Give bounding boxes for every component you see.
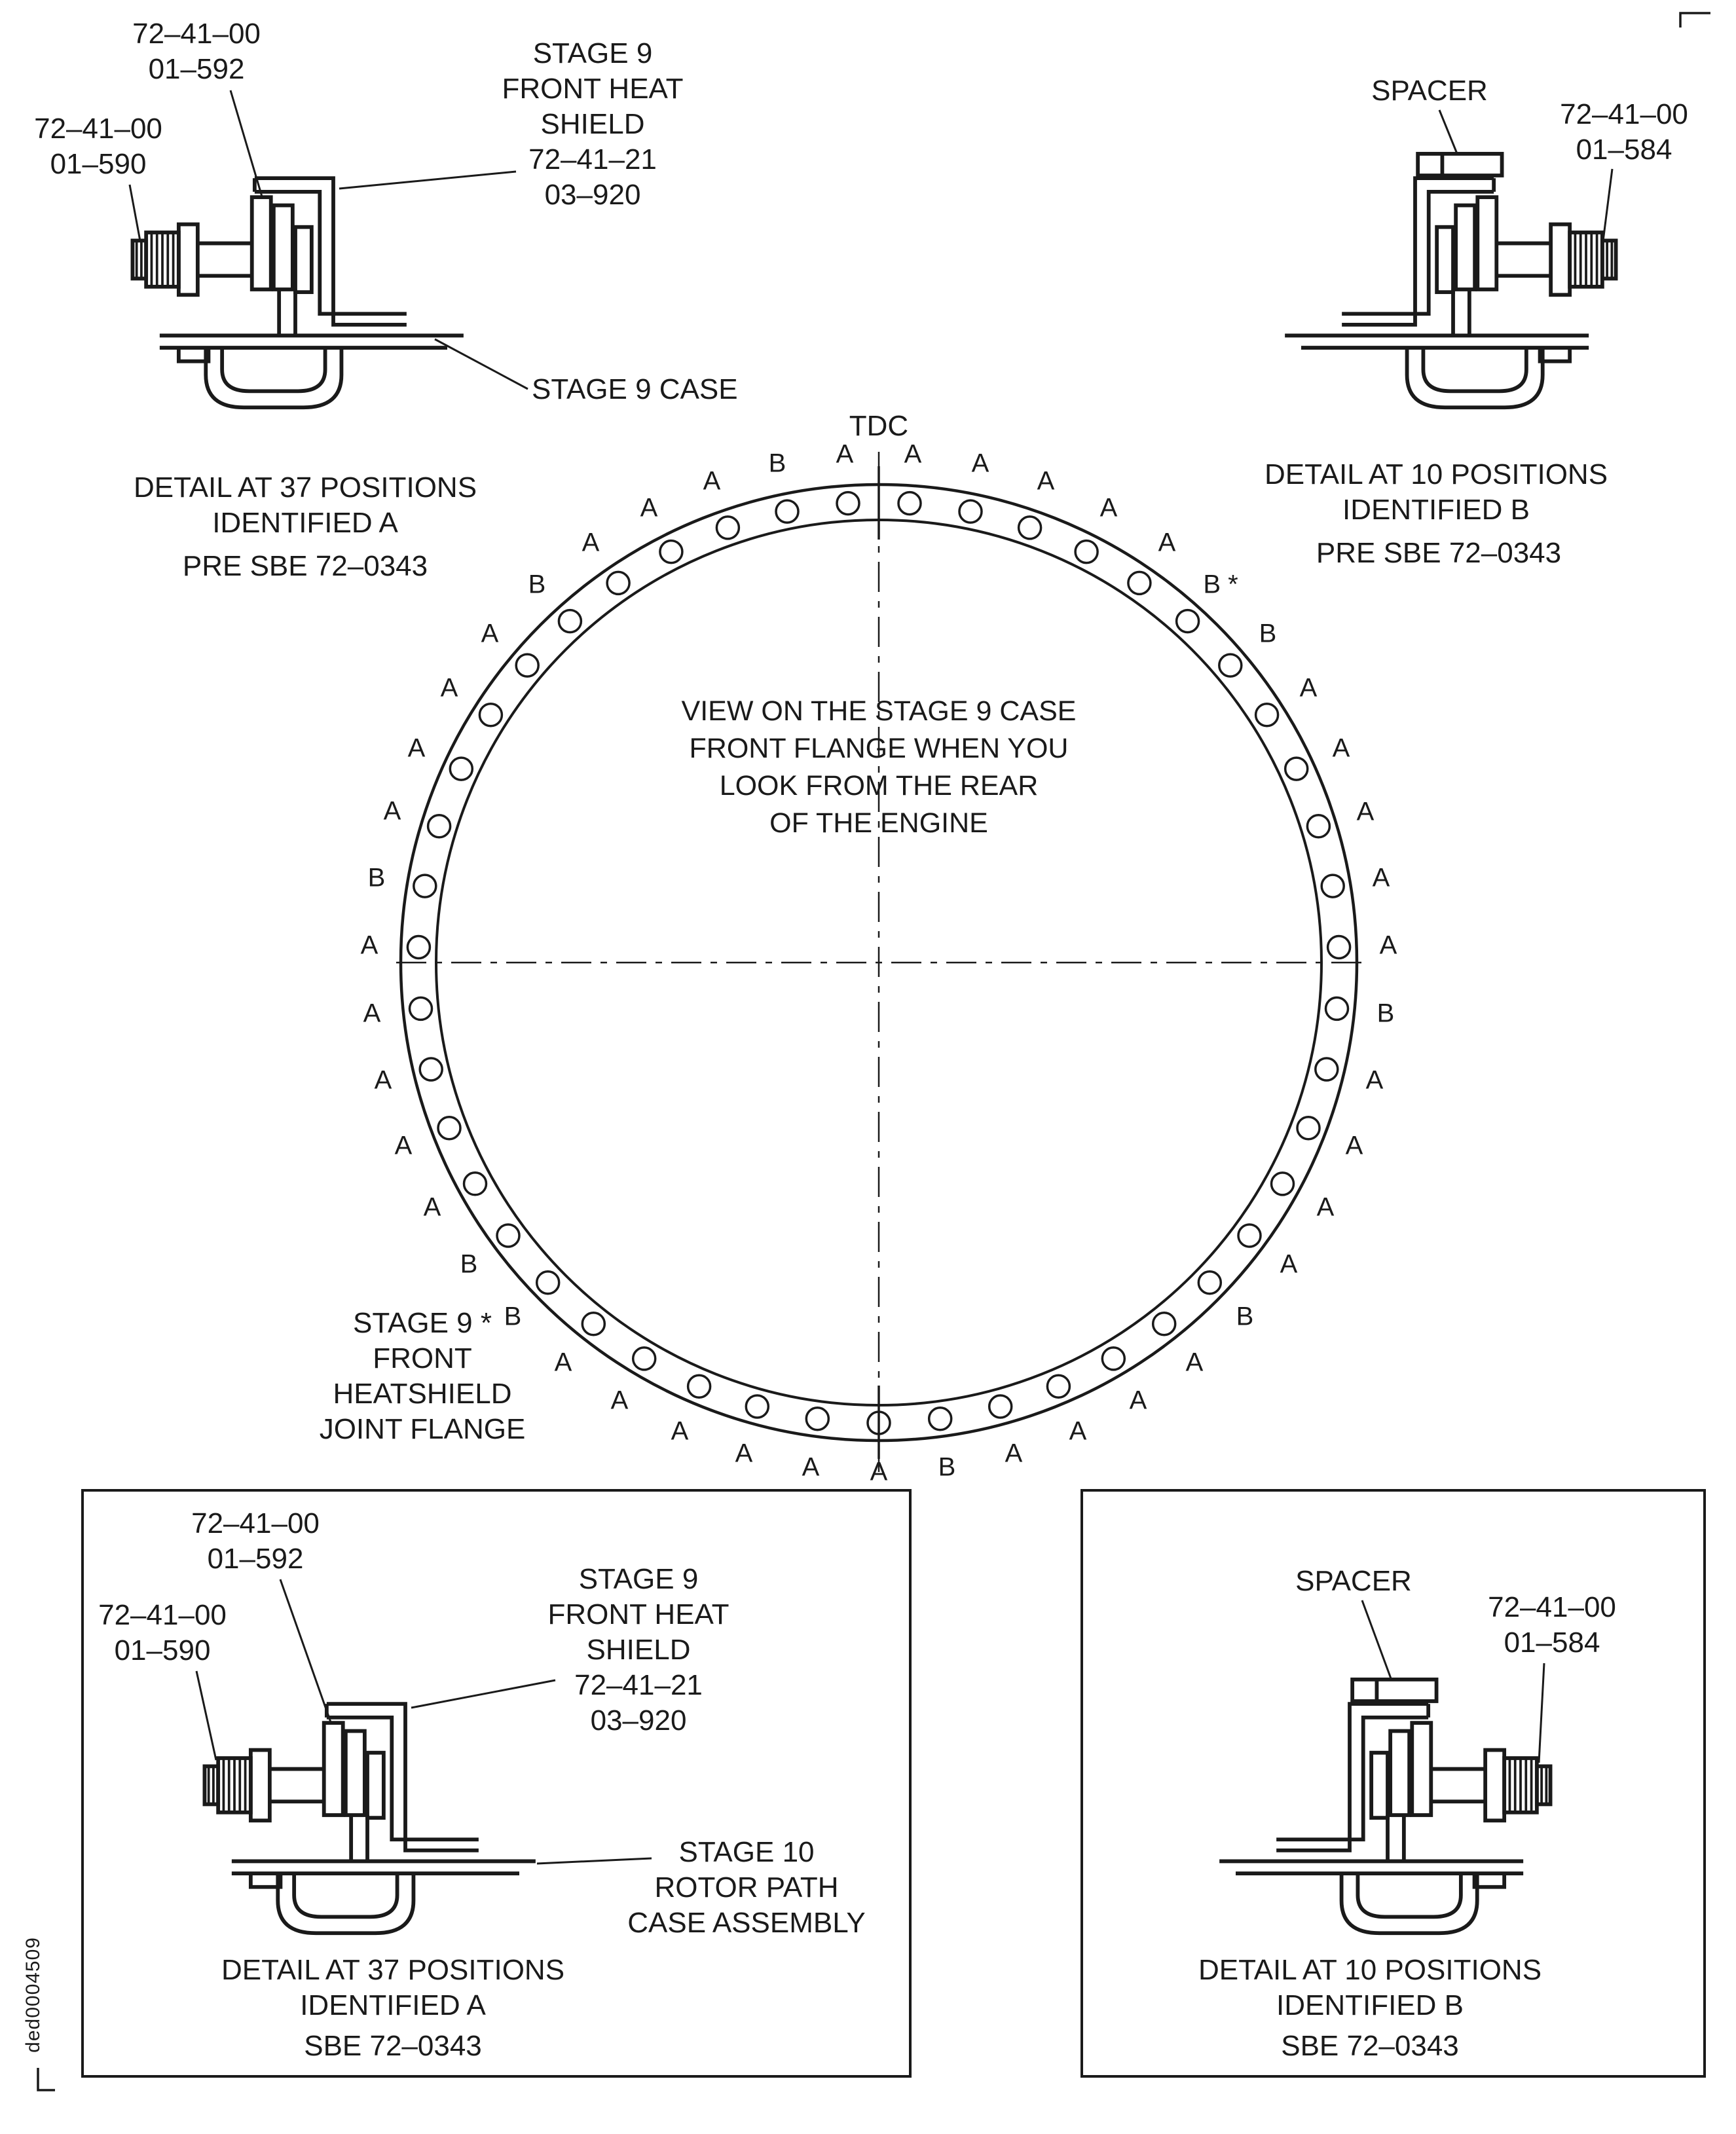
bolt-hole (581, 1311, 606, 1336)
bolt-hole (1284, 756, 1309, 781)
bolt-hole (1046, 1374, 1071, 1399)
bolt-hole (515, 653, 540, 678)
detail-b-pre-sbe-drawing (1244, 138, 1624, 422)
bolt-hole (478, 702, 504, 727)
bolt-hole (1074, 539, 1099, 564)
callout-part-01-592-sbe: 72–41–00 01–592 (191, 1507, 320, 1575)
bolt-hole (462, 1171, 488, 1196)
bolt-hole (1127, 570, 1152, 596)
bolt-hole (1270, 1171, 1295, 1196)
detail-b-pre-effectivity: PRE SBE 72–0343 (1316, 537, 1562, 569)
bolt-hole (1237, 1223, 1262, 1248)
detail-a-pre-sbe-drawing (124, 138, 504, 422)
callout-front-heat-shield-pre: STAGE 9 FRONT HEAT SHIELD 72–41–21 03–92… (502, 37, 684, 211)
callout-part-01-584-sbe: 72–41–00 01–584 (1488, 1591, 1616, 1659)
bolt-hole (686, 1374, 712, 1399)
bolt-hole (805, 1406, 830, 1431)
detail-b-pre-title: DETAIL AT 10 POSITIONS IDENTIFIED B (1264, 458, 1608, 526)
bolt-hole (927, 1406, 953, 1431)
bolt-hole (775, 499, 800, 524)
bolt-hole (408, 996, 434, 1021)
callout-part-01-584-pre: 72–41–00 01–584 (1560, 98, 1688, 166)
bolt-hole (1306, 813, 1331, 839)
bolt-hole (1326, 934, 1352, 960)
bolt-hole (1175, 608, 1200, 634)
joint-flange-label: STAGE 9 * FRONT HEATSHIELD JOINT FLANGE (319, 1307, 526, 1445)
callout-part-01-590-sbe: 72–41–00 01–590 (98, 1599, 227, 1666)
bolt-hole (631, 1346, 657, 1371)
leader-lines (128, 90, 1614, 1865)
bolt-hole (449, 756, 474, 781)
bolt-hole (1101, 1346, 1126, 1371)
bolt-hole (1151, 1311, 1177, 1336)
detail-b-sbe-effectivity: SBE 72–0343 (1281, 2030, 1459, 2062)
detail-a-sbe-effectivity: SBE 72–0343 (304, 2030, 482, 2062)
bolt-hole (606, 570, 631, 596)
callout-spacer-pre: SPACER (1371, 75, 1488, 107)
bolt-hole (437, 1115, 462, 1141)
bolt-hole (659, 539, 684, 564)
bolt-hole (1296, 1115, 1321, 1141)
bolt-hole (406, 934, 432, 960)
bolt-hole (1314, 1057, 1339, 1082)
tdc-label: TDC (849, 410, 909, 442)
bolt-hole (535, 1270, 561, 1295)
callout-part-01-590-pre: 72–41–00 01–590 (34, 113, 162, 180)
bolt-hole (1324, 996, 1350, 1021)
bolt-hole (836, 490, 860, 516)
bolt-hole (557, 608, 583, 634)
bolt-hole-ring (406, 490, 1352, 1435)
figure-code: ded0004509 (22, 1937, 44, 2053)
bolt-hole (958, 499, 983, 524)
detail-a-sbe-box (81, 1489, 912, 2078)
callout-stage10-rotor-path: STAGE 10 ROTOR PATH CASE ASSEMBLY (627, 1836, 866, 1939)
detail-b-sbe-box (1080, 1489, 1706, 2078)
corner-mark-bottom-left (37, 2068, 55, 2091)
bolt-hole (1254, 702, 1280, 727)
callout-front-heat-shield-sbe: STAGE 9 FRONT HEAT SHIELD 72–41–21 03–92… (547, 1563, 729, 1737)
detail-a-pre-title: DETAIL AT 37 POSITIONS IDENTIFIED A (133, 471, 477, 539)
callout-stage9-case: STAGE 9 CASE (532, 373, 738, 405)
detail-b-sbe-title: DETAIL AT 10 POSITIONS IDENTIFIED B (1198, 1954, 1542, 2021)
callout-spacer-sbe: SPACER (1295, 1565, 1412, 1597)
bolt-hole (1320, 874, 1345, 898)
corner-mark-top-right (1679, 12, 1710, 28)
bolt-hole (1218, 653, 1243, 678)
bolt-hole (496, 1223, 521, 1248)
bolt-hole (1197, 1270, 1223, 1295)
centerlines (396, 452, 1365, 1479)
detail-a-pre-effectivity: PRE SBE 72–0343 (182, 550, 428, 582)
bolt-hole (715, 515, 741, 540)
bolt-hole (413, 874, 437, 898)
bolt-hole (897, 490, 922, 516)
bolt-hole (988, 1394, 1013, 1419)
bolt-hole (418, 1057, 443, 1082)
bolt-hole (1017, 515, 1043, 540)
center-view-caption: VIEW ON THE STAGE 9 CASE FRONT FLANGE WH… (681, 695, 1077, 839)
bolt-hole (426, 813, 452, 839)
callout-part-01-592-pre: 72–41–00 01–592 (132, 18, 261, 85)
bolt-hole (745, 1394, 770, 1419)
detail-a-sbe-title: DETAIL AT 37 POSITIONS IDENTIFIED A (221, 1954, 565, 2021)
corner-marks (37, 12, 1710, 2091)
